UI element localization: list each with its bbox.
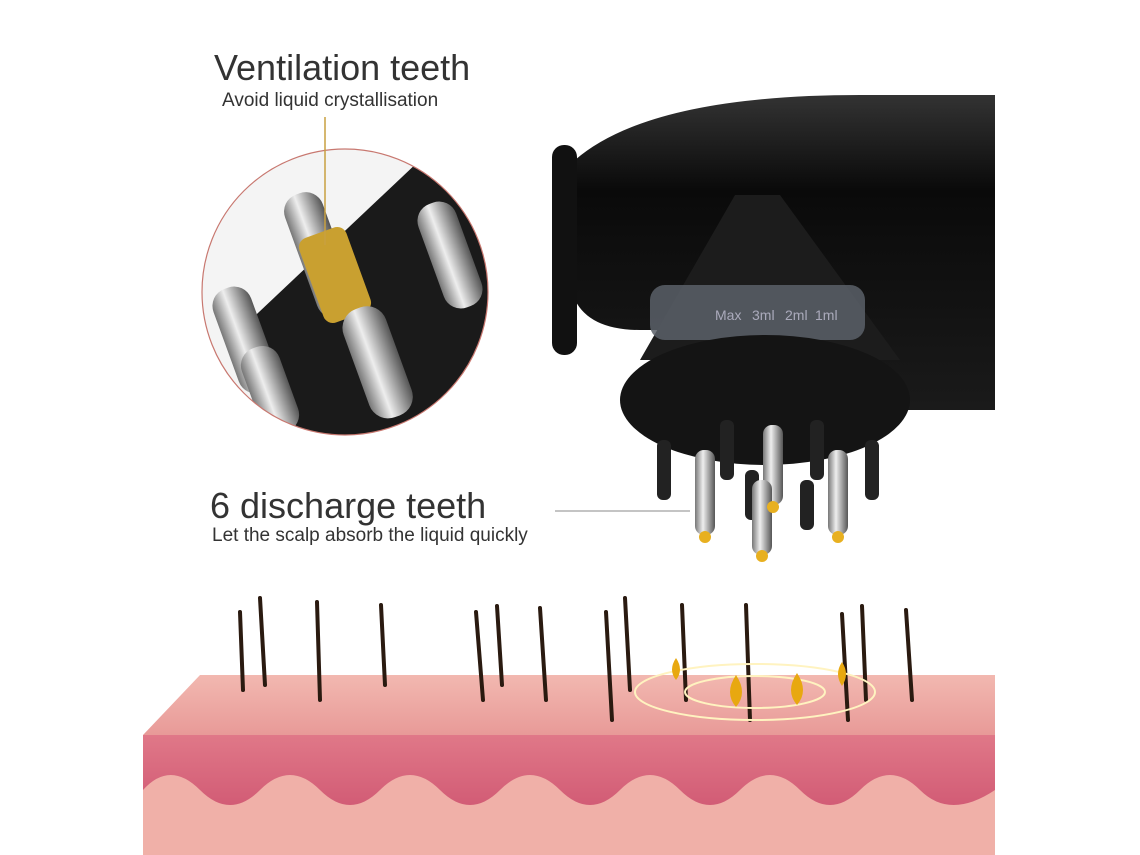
discharge-title: 6 discharge teeth: [210, 485, 487, 526]
scale-mark: 3ml: [752, 307, 775, 323]
ventilation-subtitle: Avoid liquid crystallisation: [222, 90, 439, 111]
scalp-cross-section: [143, 596, 995, 855]
scale-mark: 2ml: [785, 307, 808, 323]
scale-mark: 1ml: [815, 307, 838, 323]
ventilation-title: Ventilation teeth: [214, 47, 471, 88]
massager-device: Max 3ml 2ml 1ml: [552, 95, 995, 562]
discharge-subtitle: Let the scalp absorb the liquid quickly: [212, 525, 528, 546]
teeth-closeup: [202, 149, 488, 435]
scale-mark: Max: [715, 307, 741, 323]
liquid-drops: [672, 658, 846, 707]
